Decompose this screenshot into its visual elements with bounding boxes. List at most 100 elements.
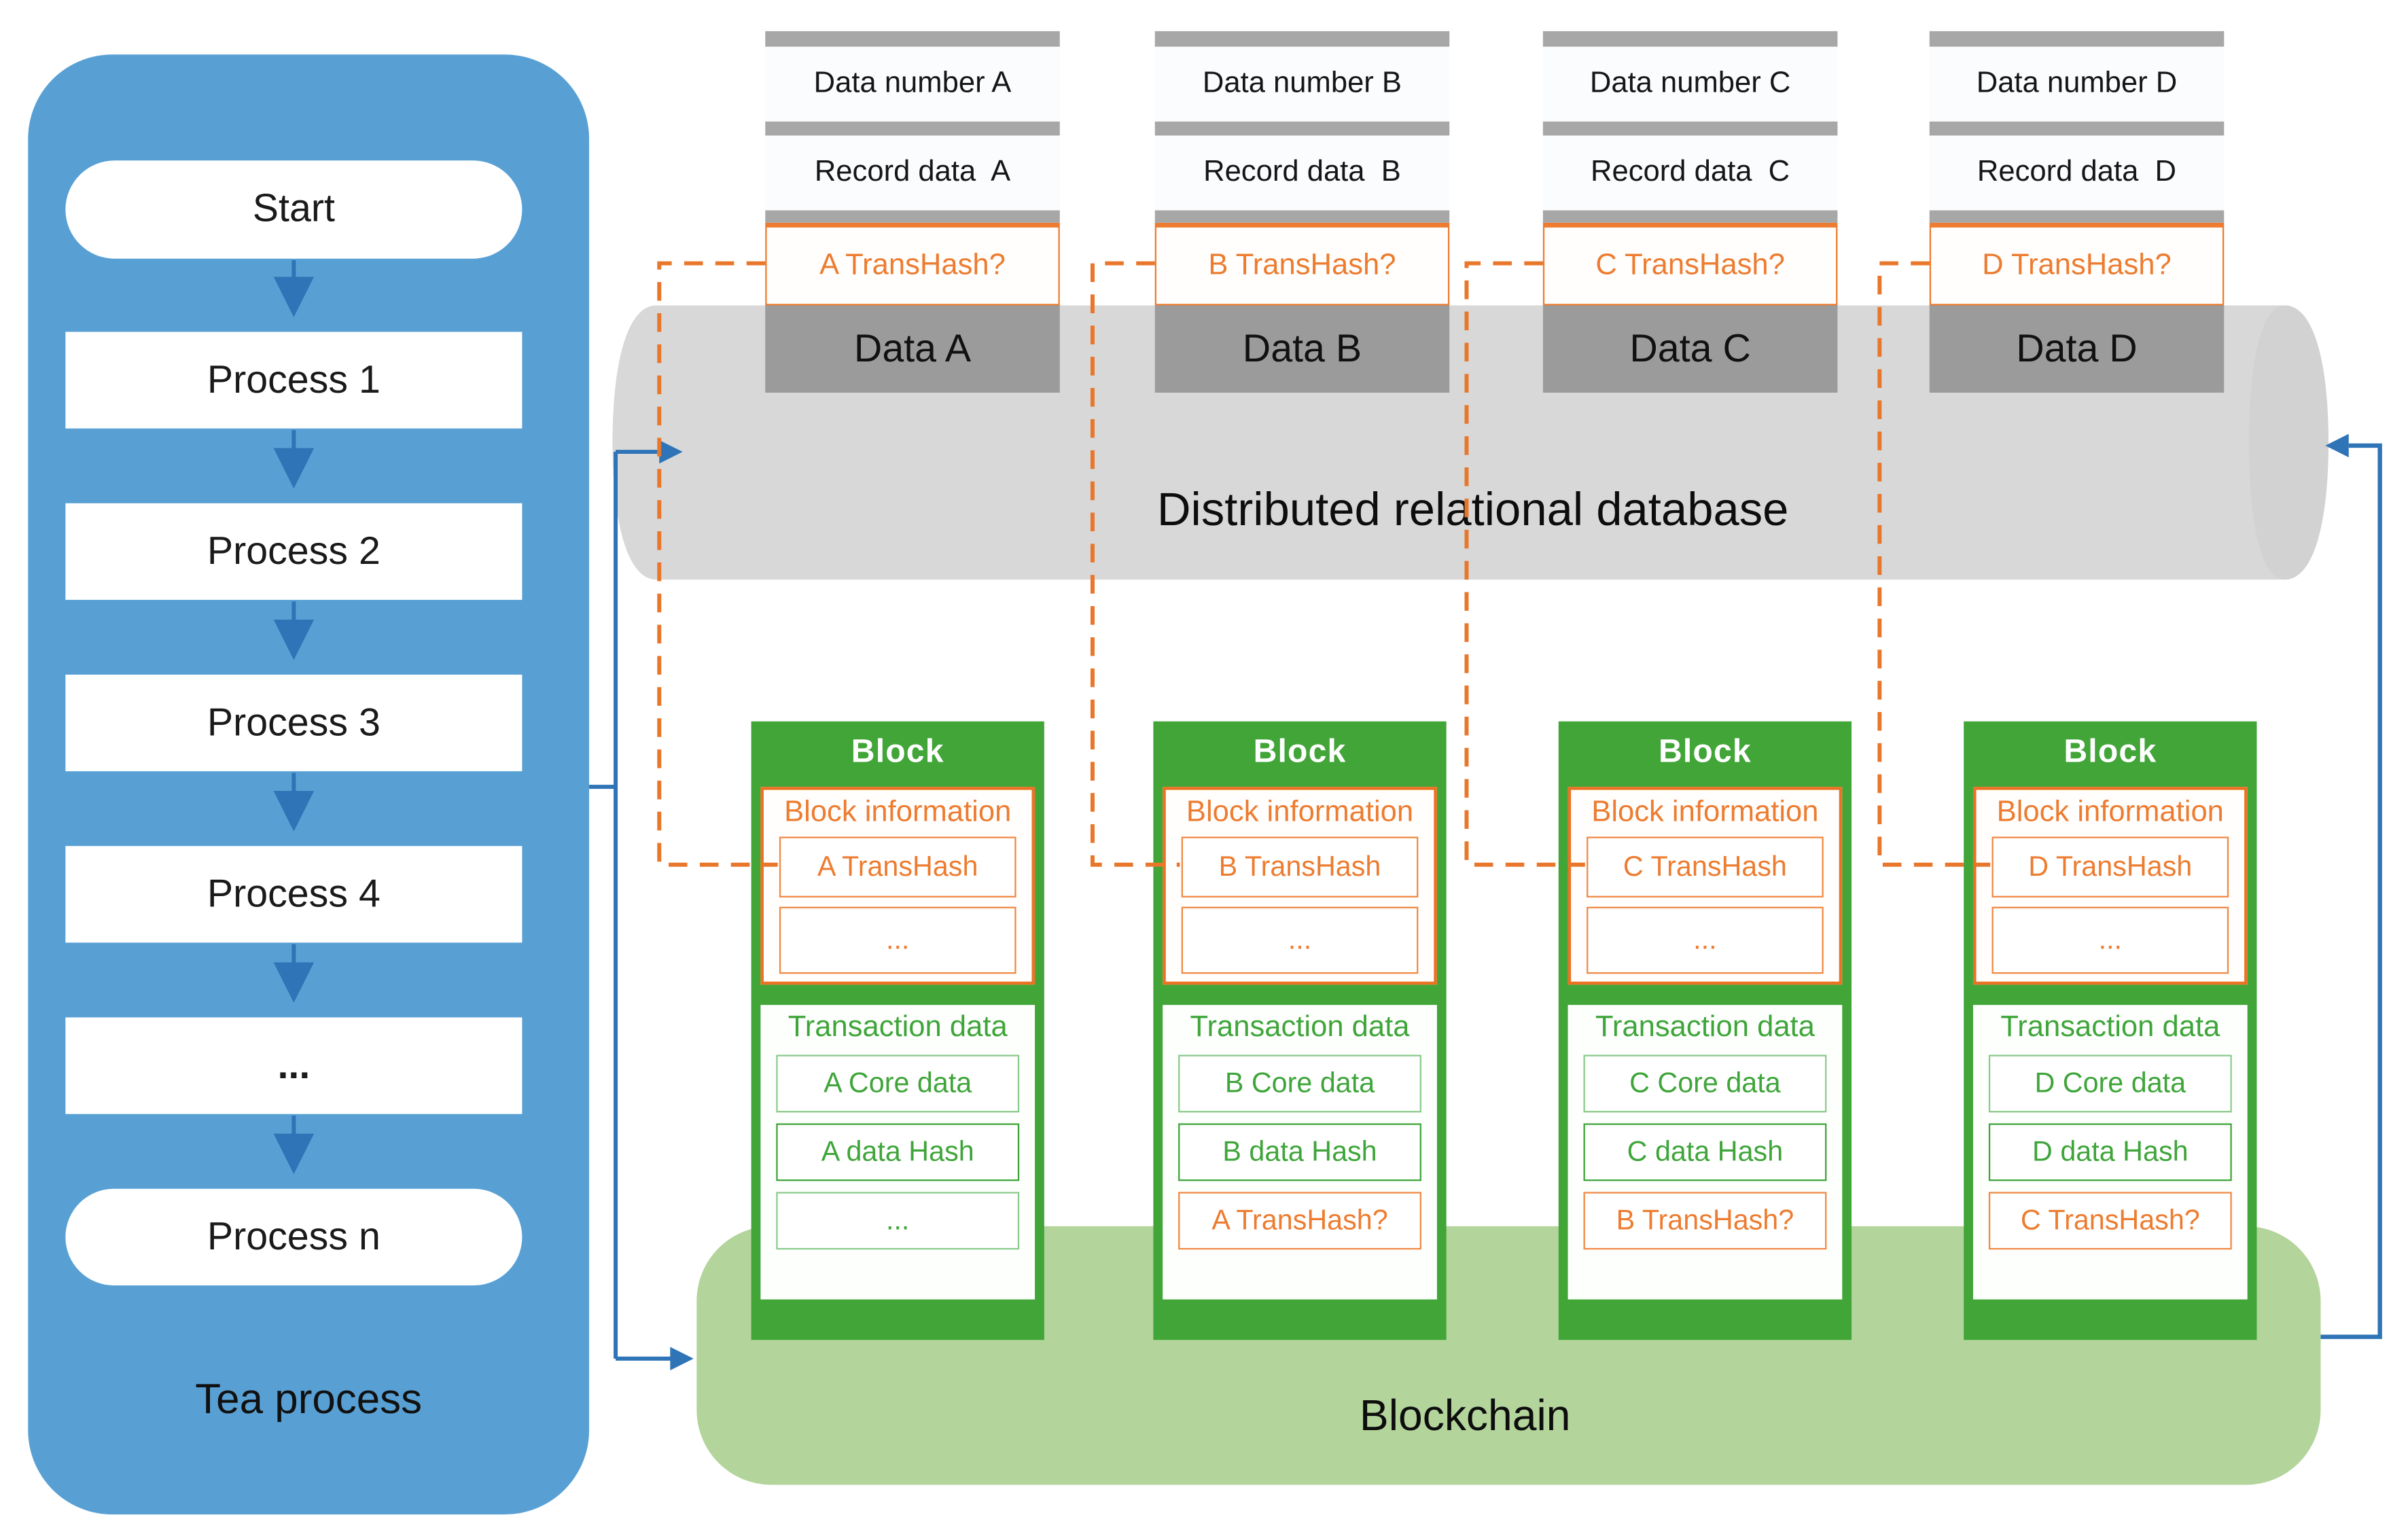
card-record-data: Record data C (1542, 135, 1838, 211)
database-cylinder-cap-shade (2248, 305, 2329, 580)
record-card-a: Data number A Record data A A TransHash?… (765, 31, 1060, 393)
flow-node-ellipsis: ... (65, 1017, 523, 1114)
card-data-number: Data number B (1154, 46, 1450, 122)
transaction-data-title: Transaction data (2000, 1011, 2220, 1044)
arrowhead-into-database (659, 440, 683, 464)
block-information-title: Block information (1591, 796, 1819, 830)
card-top-bar (1542, 31, 1838, 47)
data-hash-box: D data Hash (1988, 1123, 2232, 1181)
flow-node-start: Start (65, 160, 523, 259)
card-record-data: Record data D (1929, 135, 2225, 211)
block-information-title: Block information (1186, 796, 1414, 830)
block-information-section: Block information C TransHash ... (1568, 787, 1843, 985)
flow-node-process-n: Process n (65, 1188, 523, 1285)
card-data-band: Data D (1929, 305, 2225, 393)
transaction-data-title: Transaction data (1595, 1011, 1815, 1044)
card-top-bar (765, 31, 1060, 47)
card-separator (1154, 210, 1450, 223)
block-b: Block Block information B TransHash ... … (1153, 721, 1447, 1340)
card-transhash-row: B TransHash? (1154, 222, 1450, 306)
flow-node-label: Process 2 (207, 529, 380, 573)
flow-node-label: Start (252, 187, 335, 231)
flow-node-process-4: Process 4 (65, 846, 523, 943)
card-separator (765, 210, 1060, 223)
card-separator (1929, 210, 2225, 223)
transaction-data-title: Transaction data (1190, 1011, 1410, 1044)
arrowhead-into-blockchain (670, 1347, 694, 1370)
block-information-title: Block information (1996, 796, 2224, 830)
flow-node-process-1: Process 1 (65, 332, 523, 429)
transaction-data-section: Transaction data C Core data C data Hash… (1568, 1005, 1843, 1300)
block-transhash-box: D TransHash (1991, 836, 2229, 897)
block-info-more-box: ... (1181, 906, 1419, 974)
block-information-section: Block information B TransHash ... (1163, 787, 1437, 985)
card-separator (1929, 121, 2225, 136)
blockchain-label: Blockchain (1359, 1391, 1571, 1440)
block-information-title: Block information (784, 796, 1012, 830)
flow-node-label: Process n (207, 1214, 380, 1258)
flow-node-label: Process 4 (207, 872, 380, 916)
card-separator (1542, 210, 1838, 223)
data-hash-box: B data Hash (1178, 1123, 1421, 1181)
core-data-box: A Core data (776, 1054, 1020, 1113)
block-transhash-box: B TransHash (1181, 836, 1419, 897)
flow-node-label: Process 1 (207, 357, 380, 402)
core-data-box: D Core data (1988, 1054, 2232, 1113)
data-hash-box: A data Hash (776, 1123, 1020, 1181)
right-return-line (2320, 443, 2382, 1339)
flow-node-label: Process 3 (207, 700, 380, 745)
third-row-box: B TransHash? (1583, 1192, 1827, 1250)
block-header: Block (1253, 734, 1347, 770)
tea-process-caption: Tea process (195, 1374, 423, 1422)
blockchain-to-database-connector (2320, 443, 2382, 1339)
record-card-b: Data number B Record data B B TransHash?… (1154, 31, 1450, 393)
card-separator (765, 121, 1060, 136)
transaction-data-title: Transaction data (787, 1011, 1008, 1044)
card-record-data: Record data B (1154, 135, 1450, 211)
card-data-number: Data number A (765, 46, 1060, 122)
card-record-data: Record data A (765, 135, 1060, 211)
record-card-c: Data number C Record data C C TransHash?… (1542, 31, 1838, 393)
block-header: Block (1658, 734, 1752, 770)
transaction-data-section: Transaction data D Core data D data Hash… (1972, 1005, 2248, 1300)
database-label: Distributed relational database (1156, 484, 1789, 536)
core-data-box: B Core data (1178, 1054, 1421, 1113)
block-transhash-box: C TransHash (1587, 836, 1824, 897)
card-transhash-row: A TransHash? (765, 222, 1060, 306)
card-top-bar (1929, 31, 2225, 47)
card-data-band: Data C (1542, 305, 1838, 393)
flow-node-label: ... (277, 1043, 311, 1087)
card-transhash-row: D TransHash? (1929, 222, 2225, 306)
third-row-box: ... (776, 1192, 1020, 1250)
data-hash-box: C data Hash (1583, 1123, 1827, 1181)
flow-node-process-2: Process 2 (65, 503, 523, 600)
block-header: Block (851, 734, 944, 770)
block-info-more-box: ... (779, 906, 1016, 974)
card-separator (1154, 121, 1450, 136)
block-info-more-box: ... (1587, 906, 1824, 974)
card-data-band: Data A (765, 305, 1060, 393)
block-info-more-box: ... (1991, 906, 2229, 974)
tea-process-panel (28, 54, 590, 1515)
card-data-number: Data number C (1542, 46, 1838, 122)
transaction-data-section: Transaction data B Core data B data Hash… (1163, 1005, 1437, 1300)
flow-node-process-3: Process 3 (65, 674, 523, 772)
block-information-section: Block information D TransHash ... (1972, 787, 2248, 985)
block-a: Block Block information A TransHash ... … (751, 721, 1044, 1340)
card-top-bar (1154, 31, 1450, 47)
block-c: Block Block information C TransHash ... … (1558, 721, 1852, 1340)
card-separator (1542, 121, 1838, 136)
record-card-d: Data number D Record data D D TransHash?… (1929, 31, 2225, 393)
transaction-data-section: Transaction data A Core data A data Hash… (760, 1005, 1035, 1300)
block-information-section: Block information A TransHash ... (760, 787, 1035, 985)
block-transhash-box: A TransHash (779, 836, 1016, 897)
block-d: Block Block information D TransHash ... … (1964, 721, 2257, 1340)
card-transhash-row: C TransHash? (1542, 222, 1838, 306)
core-data-box: C Core data (1583, 1054, 1827, 1113)
block-header: Block (2064, 734, 2157, 770)
third-row-box: A TransHash? (1178, 1192, 1421, 1250)
process-output-connector (589, 450, 672, 1361)
card-data-number: Data number D (1929, 46, 2225, 122)
card-data-band: Data B (1154, 305, 1450, 393)
